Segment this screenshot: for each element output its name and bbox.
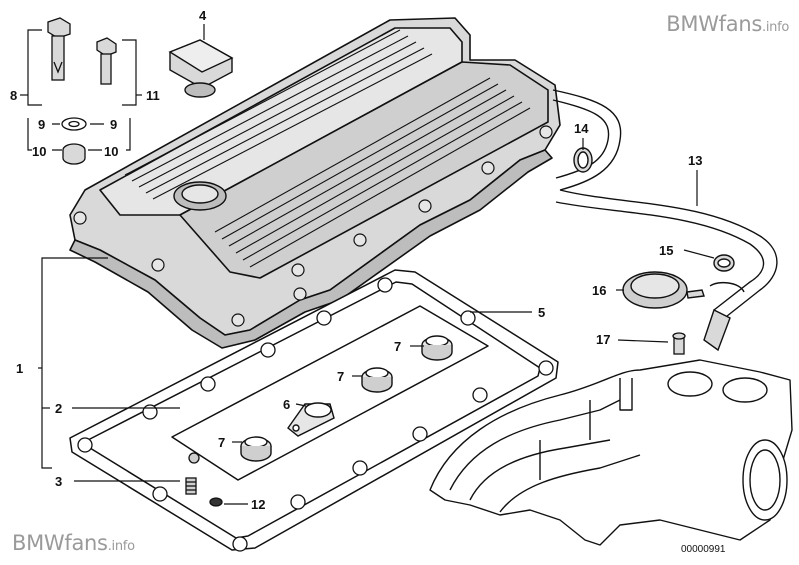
callout-16: 16 xyxy=(592,283,606,298)
callout-3: 3 xyxy=(55,474,62,489)
callout-1: 1 xyxy=(16,361,23,376)
callout-13: 13 xyxy=(688,153,702,168)
callout-8: 8 xyxy=(10,88,17,103)
callout-15: 15 xyxy=(659,243,673,258)
watermark-brand: BMWfans xyxy=(666,12,762,36)
watermark-suffix: .info xyxy=(107,539,135,554)
oil-filler-opening xyxy=(173,181,227,211)
callout-14: 14 xyxy=(574,121,589,136)
grommet-12 xyxy=(209,497,223,507)
callout-6: 6 xyxy=(283,397,290,412)
callout-9a: 9 xyxy=(38,117,45,132)
callout-7a: 7 xyxy=(394,339,401,354)
drawing-number: 00000991 xyxy=(681,544,726,555)
grommet-10 xyxy=(62,143,86,165)
watermark-bottom: BMWfans.info xyxy=(12,531,135,555)
hose-clamp-14 xyxy=(573,147,593,173)
oil-filler-cap xyxy=(168,39,234,98)
bolt-11 xyxy=(96,37,117,85)
callout-7c: 7 xyxy=(218,435,225,450)
valve-cover xyxy=(69,17,561,349)
callout-9b: 9 xyxy=(110,117,117,132)
callout-10a: 10 xyxy=(32,144,46,159)
hose-clamp-15 xyxy=(713,254,735,272)
screw-17 xyxy=(672,332,686,355)
callout-4: 4 xyxy=(199,8,207,23)
watermark-top: BMWfans.info xyxy=(666,12,789,36)
cover-bolt-bosses xyxy=(73,125,553,327)
watermark-suffix: .info xyxy=(761,20,789,35)
callout-labels: 1 2 3 4 5 6 7 7 7 8 9 9 10 10 11 12 13 1… xyxy=(10,8,726,555)
cover-ribs xyxy=(124,29,531,268)
plug-well-seals xyxy=(240,335,453,462)
breather-hose xyxy=(552,89,778,352)
callout-17: 17 xyxy=(596,332,610,347)
gasket-bolt-holes xyxy=(77,277,554,552)
small-bolt-3 xyxy=(185,452,200,495)
intake-manifold xyxy=(429,359,793,546)
bolt-8 xyxy=(47,17,71,81)
washer-9 xyxy=(61,117,87,131)
leader-lines xyxy=(20,24,715,505)
callout-12: 12 xyxy=(251,497,265,512)
callout-10b: 10 xyxy=(104,144,118,159)
callout-5: 5 xyxy=(538,305,545,320)
watermark-brand: BMWfans xyxy=(12,531,108,555)
pressure-valve-16 xyxy=(622,271,705,309)
callout-2: 2 xyxy=(55,401,62,416)
seal-with-tab xyxy=(287,402,335,437)
callout-11: 11 xyxy=(146,88,160,103)
callout-7b: 7 xyxy=(337,369,344,384)
